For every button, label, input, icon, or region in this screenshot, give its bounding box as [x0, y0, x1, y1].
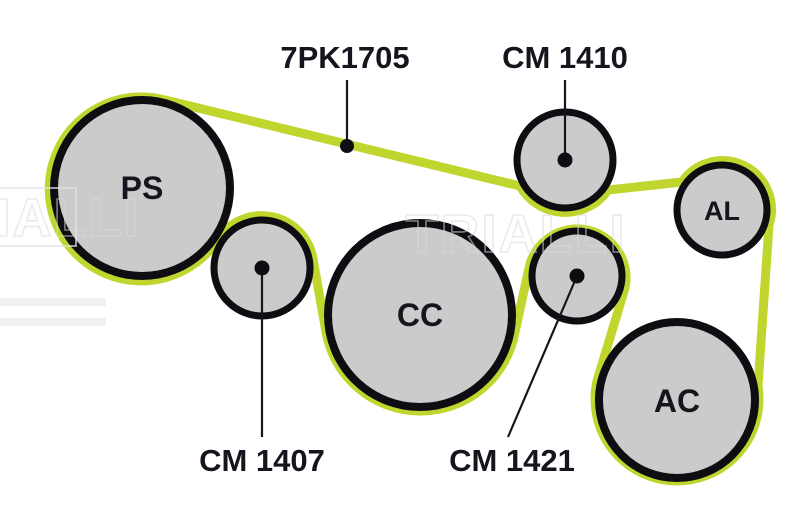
idler-center-dot-cm1410 — [557, 152, 573, 168]
idler-center-dot-cm1421 — [569, 268, 585, 284]
callout-label-cm1410: CM 1410 — [502, 40, 628, 75]
leader-cm1421 — [506, 275, 579, 438]
pulley-al — [673, 161, 771, 259]
pulley-label-ac: AC — [654, 383, 700, 419]
callout-label-cm1421: CM 1421 — [449, 443, 575, 478]
callout-label-cm1407: CM 1407 — [199, 443, 325, 478]
watermark-box — [0, 187, 77, 247]
watermark-text: TRIALLI — [0, 188, 140, 248]
pulley-label-al: AL — [704, 196, 740, 226]
belt-marker-dot — [340, 139, 354, 153]
watermark-text: TRIALLI — [406, 204, 627, 264]
pulley-label-cc: CC — [397, 297, 443, 333]
pulley-label-ps: PS — [121, 170, 164, 206]
pulley-cc — [324, 219, 516, 411]
pulley-ac — [595, 318, 759, 482]
idler-center-dot-cm1407 — [254, 260, 270, 276]
watermark-bar — [0, 298, 106, 306]
watermark-bar — [0, 318, 106, 326]
belt-part-number-label: 7PK1705 — [280, 40, 409, 75]
watermark-layer: TRIALLI TRIALLI — [0, 187, 627, 326]
